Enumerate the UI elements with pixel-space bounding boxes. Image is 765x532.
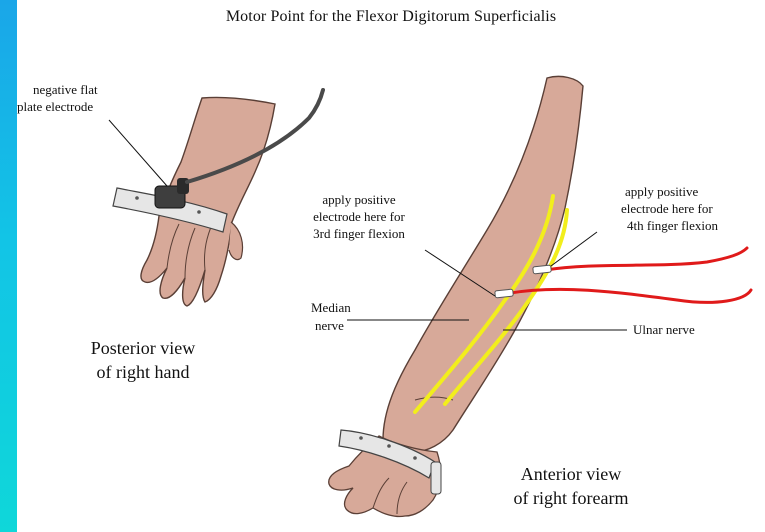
positive-wire-3rd-finger	[505, 289, 751, 302]
posterior-view-caption-line2: of right hand	[97, 362, 190, 382]
positive-4th-label-line1: apply positive	[625, 184, 699, 199]
anterior-view-caption-line1: Anterior view	[521, 464, 621, 484]
positive-4th-label-line3: 4th finger flexion	[627, 218, 718, 233]
ulnar-nerve-label: Ulnar nerve	[633, 322, 695, 337]
negative-electrode-label-line2: plate electrode	[17, 99, 93, 114]
median-nerve-label-line2: nerve	[315, 318, 344, 333]
positive-wire-4th-finger	[545, 248, 747, 270]
positive-3rd-label-line1: apply positive	[322, 192, 396, 207]
anterior-forearm-illustration	[329, 76, 751, 516]
negative-electrode-label-line1: negative flat	[33, 82, 98, 97]
posterior-hand-illustration	[109, 90, 323, 306]
anterior-view-caption-line2: of right forearm	[514, 488, 629, 508]
posterior-view-caption-line1: Posterior view	[91, 338, 195, 358]
positive-3rd-label-line2: electrode here for	[313, 209, 405, 224]
positive-4th-label-line2: electrode here for	[621, 201, 713, 216]
forearm-diagram: negative flat plate electrode Posterior …	[17, 0, 765, 532]
positive-3rd-label-line3: 3rd finger flexion	[313, 226, 405, 241]
diagram-slide: Motor Point for the Flexor Digitorum Sup…	[17, 0, 765, 532]
median-nerve-label-line1: Median	[311, 300, 351, 315]
